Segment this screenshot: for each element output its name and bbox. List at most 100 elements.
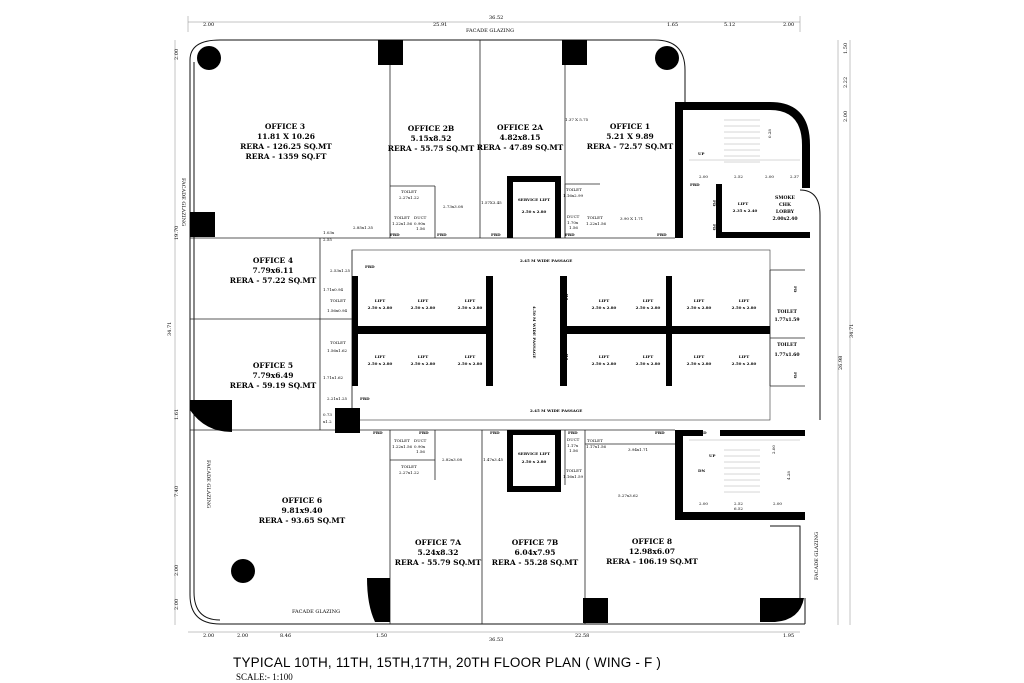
- dim-n: 1.03x: [323, 230, 335, 235]
- toilet-2b-lower-size: 1.22x1.56: [392, 221, 413, 226]
- lift-7-size: 2.50 x 2.80: [732, 305, 757, 310]
- service-lift-lower-size: 2.50 x 2.80: [522, 459, 547, 464]
- lift-11-label: LIFT: [599, 354, 610, 359]
- dim-left-7: 2.00: [174, 599, 180, 610]
- stair-dim-9: 4.28: [786, 471, 791, 480]
- smoke-lobby: SMOKE CHK LOBBY 2.00x2.40 LIFT 2.35 x 2.…: [733, 195, 798, 222]
- office-1-name: OFFICE 1: [610, 122, 650, 131]
- toilet-7b-size: 1.16x1.59: [563, 474, 584, 479]
- frd-5: FRD: [657, 232, 667, 237]
- office-3-name: OFFICE 3: [265, 122, 305, 131]
- lift-2-label: LIFT: [418, 298, 429, 303]
- dim-e: 2.85x1.35: [353, 225, 374, 230]
- lift-1-label: LIFT: [375, 298, 386, 303]
- duct-7b-size: 1.17x: [567, 443, 579, 448]
- lift-10-size: 2.50 x 2.80: [458, 361, 483, 366]
- drawing-title: TYPICAL 10TH, 11TH, 15TH,17TH, 20TH FLOO…: [233, 655, 662, 670]
- duct-7a-label: DUCT: [414, 438, 427, 443]
- stair-treads: [689, 119, 800, 493]
- office-7a-rera: RERA - 55.79 SQ.MT: [395, 558, 482, 567]
- lift-6-size: 2.50 x 2.80: [687, 305, 712, 310]
- right-toilets: TOILET 1.77x1.59 TOILET 1.77x1.60: [774, 309, 799, 358]
- lift-13-label: LIFT: [694, 354, 705, 359]
- fd-1: FD: [712, 200, 717, 207]
- office-3-size: 11.81 X 10.26: [257, 132, 315, 141]
- dim-b: 3.90 X 1.71: [620, 216, 643, 221]
- smoke-lobby-size: 2.00x2.40: [772, 216, 797, 222]
- toilet-right-lower-label: TOILET: [777, 342, 797, 348]
- office-7b-size: 6.04x7.95: [514, 548, 555, 557]
- toilet-7a-size: 1.22x1.56: [392, 444, 413, 449]
- stair-dim-6: 2.00: [773, 501, 782, 506]
- lift-9-size: 2.50 x 2.80: [411, 361, 436, 366]
- office-8-size: 12.98x6.07: [629, 547, 675, 556]
- office-labels: OFFICE 3 11.81 X 10.26 RERA - 126.25 SQ.…: [230, 122, 699, 567]
- dim-o: 2.55: [323, 237, 332, 242]
- lift-6-label: LIFT: [694, 298, 705, 303]
- stair-dim-8: 2.00: [771, 445, 776, 454]
- service-lift-walls: [507, 176, 561, 492]
- office-3-rera-sqft: RERA - 1359 SQ.FT: [246, 152, 327, 161]
- frd-10: FRD: [419, 430, 429, 435]
- frd-3: FRD: [491, 232, 501, 237]
- office-7a-size: 5.24x8.32: [417, 548, 458, 557]
- duct-2a-size-2: 1.56: [569, 225, 578, 230]
- toilet-1-label: TOILET: [587, 215, 603, 220]
- fd-2: FD: [712, 224, 717, 231]
- stair-dim-4: 2.00: [699, 501, 708, 506]
- dim-bottom-1: 2.00: [203, 633, 214, 639]
- frd-7: FRD: [365, 264, 375, 269]
- dim-bottom-6: 22.58: [575, 633, 589, 639]
- duct-7a-size-2: 1.56: [416, 449, 425, 454]
- fd-3: FD: [793, 286, 798, 293]
- columns: [190, 40, 804, 623]
- dim-right-5: 34.71: [849, 324, 855, 338]
- stair-up-lower: UP: [709, 453, 716, 458]
- stair-dim-2: 2.52: [734, 174, 743, 179]
- frd-6: FRD: [690, 182, 700, 187]
- toilet-5-size: 1.56x1.62: [327, 348, 348, 353]
- dim-bottom-3: 8.46: [280, 633, 291, 639]
- stair-core-upper: [675, 102, 810, 238]
- smoke-lobby-l1: SMOKE: [775, 195, 795, 201]
- stair-dim-7: 6.52: [734, 506, 743, 511]
- service-lift-upper-size: 2.50 x 2.80: [522, 209, 547, 214]
- toilet-4-label: TOILET: [330, 298, 346, 303]
- office-2a-name: OFFICE 2A: [497, 123, 543, 132]
- stair-dim-1: 2.00: [699, 174, 708, 179]
- office-6-rera: RERA - 93.65 SQ.MT: [259, 516, 346, 525]
- toilet-2b-size: 2.27x1.22: [399, 195, 420, 200]
- duct-2b-label: DUCT: [414, 215, 427, 220]
- lift-4-size: 2.50 x 2.80: [592, 305, 617, 310]
- frd-1: FRD: [390, 232, 400, 237]
- frd-4: FRD: [565, 232, 575, 237]
- stair-dim-10: 2.37: [790, 174, 799, 179]
- lift-8-size: 2.50 x 2.80: [368, 361, 393, 366]
- office-2a-size: 4.82x8.15: [499, 133, 540, 142]
- dim-c: 2.73x3.08: [443, 204, 464, 209]
- lift-11-size: 2.50 x 2.80: [592, 361, 617, 366]
- dim-left-4: 1.61: [174, 409, 180, 420]
- duct-2a-size: 1.70x: [567, 220, 579, 225]
- frd-14: FRD: [697, 430, 707, 435]
- dim-top-1: 2.00: [203, 22, 214, 28]
- dim-left-5: 7.40: [174, 486, 180, 497]
- toilet-right-lower-size: 1.77x1.60: [774, 352, 799, 358]
- dim-left-6: 2.00: [174, 565, 180, 576]
- fd-6: FD: [564, 353, 569, 360]
- frd-13: FRD: [655, 430, 665, 435]
- duct-7b-label: DUCT: [567, 437, 580, 442]
- lift-core-walls: [352, 276, 770, 386]
- stair-dim-11: 0.28: [767, 129, 772, 138]
- dimension-lines: [174, 16, 851, 633]
- room-dimensions: 1.37 X 5.75 3.90 X 1.71 2.73x3.08 1.57X3…: [323, 117, 648, 498]
- dim-left-3: 34.71: [167, 322, 173, 336]
- stair-dimensions: 2.00 2.52 2.00 2.00 2.52 2.00 6.52 2.00 …: [699, 129, 799, 511]
- duct-2a-label: DUCT: [567, 214, 580, 219]
- right-dimension-labels: 1.50 2.22 2.00 26.98 34.71: [838, 43, 855, 370]
- facade-right: FACADE GLAZING: [814, 532, 820, 580]
- left-dimension-labels: 2.00 19.70 34.71 1.61 7.40 2.00 2.00: [167, 49, 180, 610]
- door-labels: FRD FRD FRD FRD FRD FRD FRD FRD FRD FRD …: [360, 151, 798, 473]
- dim-m: 5.27x3.62: [618, 493, 639, 498]
